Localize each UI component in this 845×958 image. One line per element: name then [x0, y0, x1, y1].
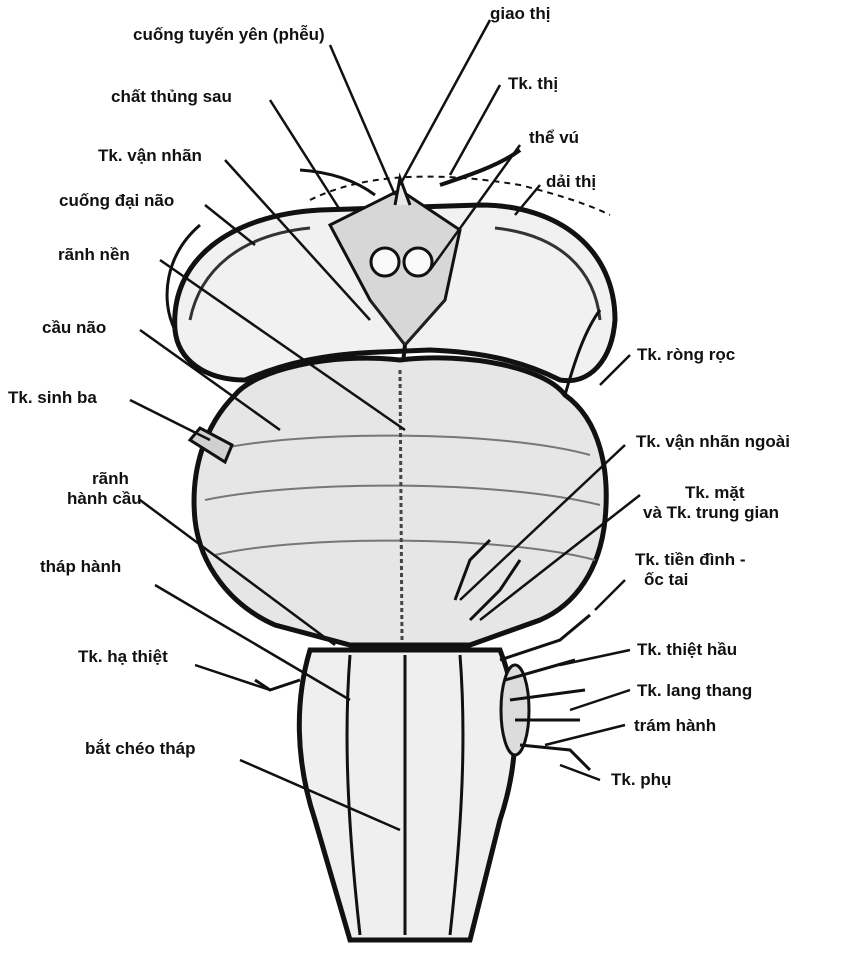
- label-basilar-sulcus: rãnh nền: [58, 245, 130, 265]
- label-pyramid: tháp hành: [40, 557, 121, 577]
- pons: [194, 358, 606, 645]
- label-trochlear-nerve: Tk. ròng rọc: [637, 345, 735, 365]
- optic-tracts: [300, 150, 520, 195]
- label-hypoglossal-nerve: Tk. hạ thiệt: [78, 647, 168, 667]
- label-accessory-nerve: Tk. phụ: [611, 770, 671, 790]
- label-trigeminal-nerve: Tk. sinh ba: [8, 388, 97, 408]
- label-facial-nerve-line1: Tk. mặt: [685, 483, 745, 503]
- label-vagus-nerve: Tk. lang thang: [637, 681, 752, 701]
- label-vestibulocochlear-line1: Tk. tiền đình -: [635, 550, 746, 570]
- label-olive: trám hành: [634, 716, 716, 736]
- label-facial-nerve-line2: và Tk. trung gian: [643, 503, 779, 523]
- label-optic-nerve: Tk. thị: [508, 74, 558, 94]
- label-mammillary-body: thể vú: [529, 128, 579, 148]
- label-abducens-nerve: Tk. vận nhãn ngoài: [636, 432, 790, 452]
- label-oculomotor-nerve: Tk. vận nhãn: [98, 146, 202, 166]
- label-optic-chiasm: giao thị: [490, 4, 550, 24]
- label-pituitary-stalk: cuống tuyến yên (phễu): [133, 25, 325, 45]
- medulla-oblongata: [299, 650, 529, 940]
- label-pons: cầu não: [42, 318, 106, 338]
- label-bulbopontine-sulcus-line1: rãnh: [92, 469, 129, 489]
- label-vestibulocochlear-line2: ốc tai: [644, 570, 688, 590]
- label-optic-tract: dải thị: [546, 172, 596, 192]
- label-pyramidal-decussation: bắt chéo tháp: [85, 739, 196, 759]
- label-cerebral-peduncle: cuống đại não: [59, 191, 174, 211]
- label-glossopharyngeal-nerve: Tk. thiệt hầu: [637, 640, 737, 660]
- label-posterior-perforated-substance: chất thủng sau: [111, 87, 232, 107]
- label-bulbopontine-sulcus-line2: hành cầu: [67, 489, 142, 509]
